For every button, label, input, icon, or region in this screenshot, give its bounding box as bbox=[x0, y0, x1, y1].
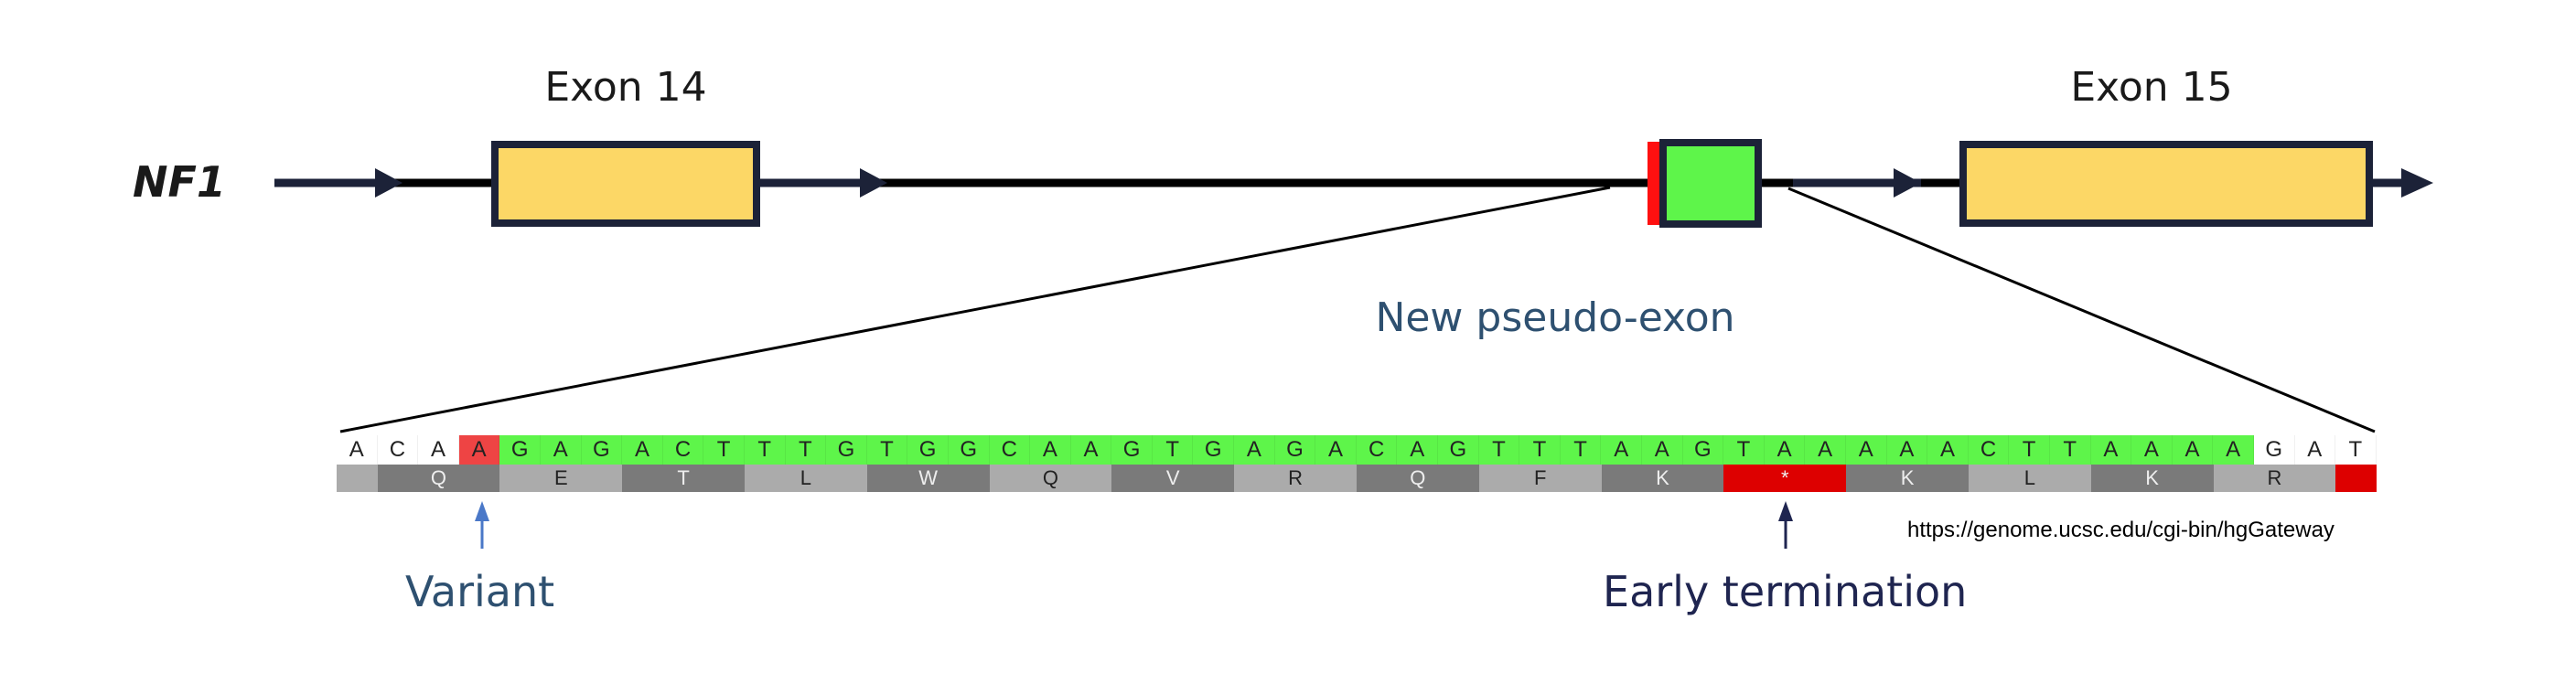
nucleotide-cell: G bbox=[948, 435, 990, 465]
variant-label: Variant bbox=[405, 567, 555, 616]
nucleotide-cell: C bbox=[1356, 435, 1398, 465]
direction-arrow-icon bbox=[860, 168, 887, 198]
zoom-line-right bbox=[1787, 187, 2376, 433]
nucleotide-cell: A bbox=[1601, 435, 1642, 465]
amino-acid-cell: V bbox=[1111, 465, 1235, 492]
nucleotide-cell: T bbox=[2049, 435, 2091, 465]
gene-name: NF1 bbox=[133, 157, 226, 207]
amino-acid-cell: R bbox=[2213, 465, 2336, 492]
nucleotide-cell: C bbox=[378, 435, 419, 465]
pseudo-exon-label: New pseudo-exon bbox=[1375, 294, 1735, 341]
nucleotide-cell: G bbox=[1193, 435, 1235, 465]
amino-acid-cell: Q bbox=[989, 465, 1112, 492]
nucleotide-cell: G bbox=[1438, 435, 1479, 465]
nucleotide-cell: T bbox=[1478, 435, 1520, 465]
nucleotide-cell: T bbox=[703, 435, 745, 465]
amino-acid-cell: F bbox=[1478, 465, 1602, 492]
direction-arrow-icon bbox=[375, 168, 402, 198]
nucleotide-cell: A bbox=[1886, 435, 1928, 465]
amino-acid-cell: Q bbox=[1356, 465, 1479, 492]
amino-acid-cell: K bbox=[1601, 465, 1724, 492]
nucleotide-cell: G bbox=[1111, 435, 1153, 465]
nucleotide-cell: G bbox=[907, 435, 949, 465]
direction-arrow-icon bbox=[2401, 168, 2433, 198]
termination-arrow-head-icon bbox=[1778, 501, 1793, 521]
nucleotide-cell: T bbox=[2009, 435, 2050, 465]
nucleotide-cell: A bbox=[2213, 435, 2254, 465]
stop-codon-cell bbox=[2335, 465, 2377, 492]
nucleotide-cell: T bbox=[1152, 435, 1194, 465]
nucleotide-cell: G bbox=[1274, 435, 1316, 465]
nucleotide-cell: A bbox=[418, 435, 459, 465]
exon-15-label: Exon 15 bbox=[2070, 64, 2233, 111]
amino-acid-cell: K bbox=[1846, 465, 1969, 492]
nucleotide-cell: A bbox=[1070, 435, 1112, 465]
nucleotide-cell: T bbox=[866, 435, 908, 465]
amino-acid-cell bbox=[337, 465, 378, 492]
variant-arrow-head-icon bbox=[475, 501, 489, 521]
nucleotide-cell: A bbox=[1845, 435, 1887, 465]
source-url: https://genome.ucsc.edu/cgi-bin/hgGatewa… bbox=[1907, 518, 2334, 542]
amino-acid-cell: R bbox=[1234, 465, 1357, 492]
nucleotide-cell: A bbox=[1234, 435, 1275, 465]
nucleotide-cell: T bbox=[2335, 435, 2377, 465]
amino-acid-cell: K bbox=[2090, 465, 2214, 492]
amino-acid-cell: Q bbox=[377, 465, 500, 492]
direction-arrow-icon bbox=[1894, 168, 1921, 198]
nucleotide-cell: A bbox=[2131, 435, 2173, 465]
nucleotide-cell: T bbox=[1519, 435, 1561, 465]
exon-14-box bbox=[491, 141, 760, 227]
nucleotide-cell: T bbox=[785, 435, 827, 465]
nucleotide-cell: T bbox=[744, 435, 786, 465]
nucleotide-cell: A bbox=[622, 435, 663, 465]
nucleotide-cell: G bbox=[1682, 435, 1724, 465]
variant-marker bbox=[1648, 142, 1659, 225]
termination-label: Early termination bbox=[1603, 567, 1968, 616]
exon-14-label: Exon 14 bbox=[544, 64, 707, 111]
nucleotide-cell: G bbox=[2254, 435, 2295, 465]
amino-acid-cell: L bbox=[1968, 465, 2091, 492]
nucleotide-cell: C bbox=[1968, 435, 2010, 465]
nucleotide-cell: A bbox=[2295, 435, 2336, 465]
zoom-line-left bbox=[339, 186, 1611, 433]
exon-15-box bbox=[1959, 141, 2373, 227]
nucleotide-cell: T bbox=[1560, 435, 1602, 465]
nucleotide-cell: C bbox=[662, 435, 704, 465]
amino-acid-cell: E bbox=[499, 465, 623, 492]
nucleotide-cell: A bbox=[1805, 435, 1846, 465]
nucleotide-cell: A bbox=[2090, 435, 2132, 465]
amino-acid-cell: W bbox=[866, 465, 990, 492]
nucleotide-cell: A bbox=[2172, 435, 2214, 465]
stop-codon-cell: * bbox=[1723, 465, 1847, 492]
nucleotide-cell: A bbox=[1764, 435, 1806, 465]
nucleotide-cell: A bbox=[1927, 435, 1969, 465]
pseudo-exon-box bbox=[1659, 139, 1762, 228]
nucleotide-cell: A bbox=[1397, 435, 1439, 465]
nucleotide-cell: T bbox=[1723, 435, 1765, 465]
amino-acid-cell: L bbox=[744, 465, 867, 492]
nucleotide-cell: C bbox=[989, 435, 1031, 465]
nucleotide-cell: A bbox=[540, 435, 582, 465]
nucleotide-cell: A bbox=[458, 435, 500, 465]
nucleotide-cell: A bbox=[1315, 435, 1357, 465]
nucleotide-cell: G bbox=[581, 435, 623, 465]
nucleotide-cell: A bbox=[337, 435, 378, 465]
nucleotide-cell: G bbox=[499, 435, 541, 465]
nucleotide-cell: A bbox=[1642, 435, 1683, 465]
nucleotide-cell: A bbox=[1030, 435, 1071, 465]
nucleotide-cell: G bbox=[826, 435, 867, 465]
amino-acid-cell: T bbox=[622, 465, 745, 492]
